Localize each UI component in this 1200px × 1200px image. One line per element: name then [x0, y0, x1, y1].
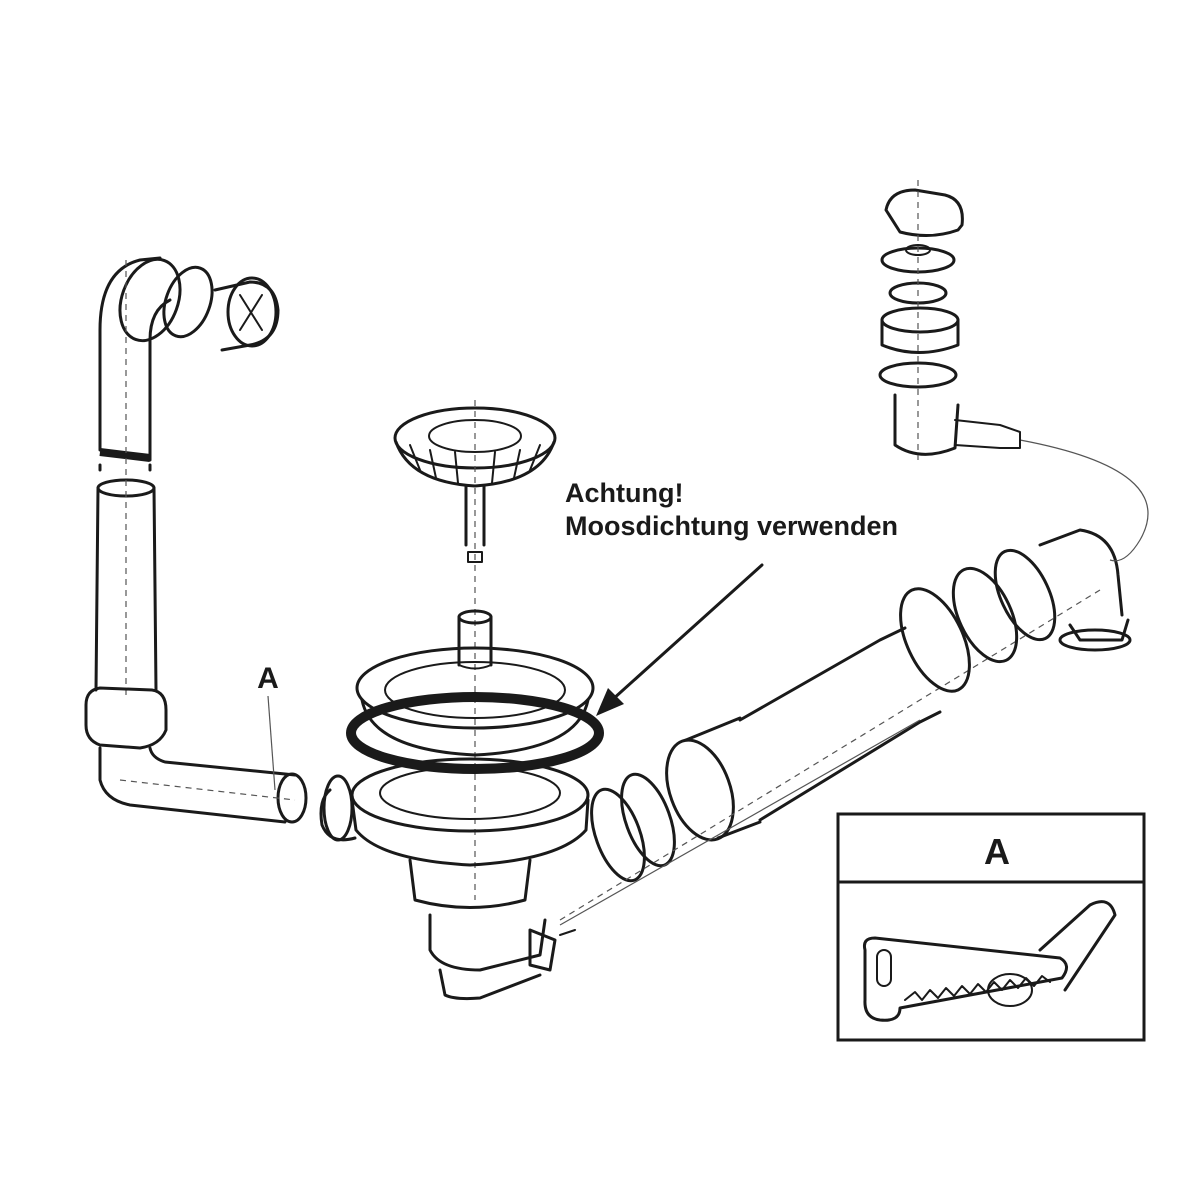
strainer-basket [393, 400, 557, 900]
saw-teeth [904, 975, 1051, 1001]
control-housing [893, 393, 960, 456]
flange-bowl [360, 698, 590, 757]
pipe-marker-label: A [257, 662, 279, 695]
inset-pipe [1038, 900, 1117, 992]
overflow-pipe-assembly [84, 256, 308, 824]
control-cable [1019, 439, 1149, 562]
inset-frame [836, 812, 1146, 1042]
pipe-ring-4 [951, 566, 1019, 664]
foam-seal-ring [346, 692, 604, 774]
flange-inner [384, 661, 566, 719]
overflow-inlet-mouth [322, 774, 354, 842]
overflow-cap-cross [239, 294, 263, 331]
overflow-black-band [99, 448, 151, 462]
control-nut [878, 361, 958, 389]
guide-sleeve [457, 609, 493, 670]
pipe-ring-2 [620, 772, 676, 868]
body-inner-rim [379, 766, 561, 820]
outlet-bottom [438, 968, 542, 1001]
callout-arrow-line [610, 563, 764, 702]
strainer-knob [428, 419, 522, 453]
horizontal-pipe-upper-edge [148, 746, 297, 777]
outlet-elbow [428, 913, 547, 972]
lower-pipe-nut [84, 686, 168, 750]
main-tube-bottom [758, 710, 942, 822]
horizontal-pipe-lower-edge [98, 746, 287, 824]
detail-inset: A [836, 812, 1146, 1042]
overflow-seal-ring [162, 265, 214, 339]
outlet-clip [528, 928, 557, 972]
overflow-cap-face [226, 276, 278, 348]
strainer-stem [464, 484, 486, 547]
control-cable-fitting [954, 419, 1021, 449]
control-knob [884, 188, 964, 237]
sink-flange [355, 646, 595, 757]
lower-pipe-left [94, 486, 100, 692]
inset-title: A [984, 831, 1010, 872]
pipe-ring-3 [899, 587, 971, 693]
right-elbow-top [1038, 528, 1124, 617]
overflow-cap-body [213, 280, 280, 352]
main-tube-top [738, 626, 907, 722]
pipe-ring-1 [590, 787, 646, 883]
flange-outer [355, 646, 595, 730]
callout-arrow-head [596, 688, 624, 716]
body-lower-edge [350, 798, 590, 867]
control-body [880, 318, 960, 354]
popup-control-assembly [878, 180, 1021, 460]
horizontal-pipe-end [276, 772, 308, 824]
callout-line-2: Moosdichtung verwenden [565, 511, 898, 541]
lower-pipe-right [152, 486, 158, 692]
callout-line-1: Achtung! [565, 478, 683, 508]
saw-hanging-slot [876, 949, 892, 987]
saw-tool [863, 936, 1068, 1022]
foam-seal [346, 692, 604, 774]
waste-body [319, 757, 590, 1001]
body-neck [408, 858, 532, 909]
right-elbow-mouth [1058, 628, 1132, 652]
strainer-bowl [394, 440, 556, 488]
pipe-marker-leader [267, 695, 276, 791]
overflow-elbow-left-edge [98, 256, 162, 452]
strainer-stem-tip [467, 551, 483, 563]
strainer-slots [409, 444, 541, 484]
pipe-ring-5 [993, 548, 1057, 642]
connecting-pipe [559, 528, 1132, 921]
overflow-elbow-mouth [118, 257, 182, 343]
